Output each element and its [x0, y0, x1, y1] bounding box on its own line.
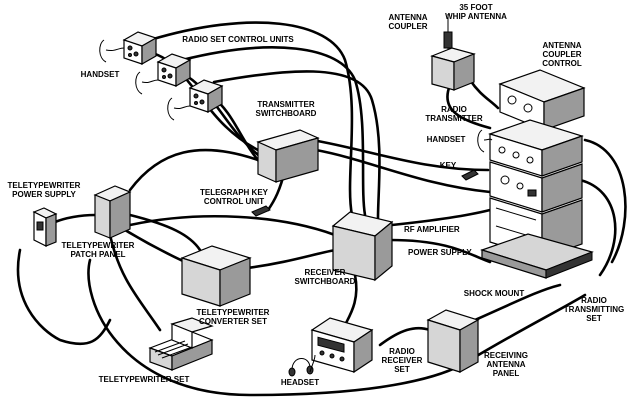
- label-coupler-control-1: ANTENNA: [542, 41, 581, 50]
- label-receiving-antenna-3: PANEL: [493, 369, 520, 378]
- label-key: KEY: [440, 161, 457, 170]
- label-radio-tx-1: RADIO: [441, 105, 467, 114]
- label-shock-mount: SHOCK MOUNT: [464, 289, 525, 298]
- teletypewriter-converter-set: [180, 245, 252, 307]
- label-radio-receiver-3: SET: [394, 365, 410, 374]
- label-receiving-antenna-2: ANTENNA: [486, 360, 525, 369]
- label-tty-power-2: POWER SUPPLY: [12, 190, 76, 199]
- label-rx-switchboard-1: RECEIVER: [305, 268, 346, 277]
- antenna-coupler-control: [498, 69, 586, 131]
- label-rx-switchboard-2: SWITCHBOARD: [295, 277, 356, 286]
- radio-receiver-set: [310, 317, 374, 374]
- telegraph-key-control-unit: [251, 205, 271, 217]
- label-radio-tx-2: TRANSMITTER: [425, 114, 483, 123]
- label-whip-line1: 35 FOOT: [459, 3, 492, 12]
- label-telegraph-1: TELEGRAPH KEY: [200, 188, 269, 197]
- labels: RADIO SET CONTROL UNITS HANDSET 35 FOOT …: [8, 3, 625, 387]
- receiving-antenna-panel: [426, 309, 480, 374]
- label-telegraph-2: CONTROL UNIT: [204, 197, 264, 206]
- key-icon: [461, 169, 479, 181]
- radio-set-control-unit-1: [122, 31, 158, 66]
- label-radio-receiver-2: RECEIVER: [382, 356, 423, 365]
- label-handset-left: HANDSET: [81, 70, 120, 79]
- radio-set-control-unit-3: [188, 79, 224, 114]
- headset-icon: [288, 354, 316, 377]
- label-radio-set-control-units: RADIO SET CONTROL UNITS: [182, 35, 294, 44]
- handset-icon: [99, 39, 191, 121]
- label-tty-set: TELETYPEWRITER SET: [99, 375, 190, 384]
- receiver-switchboard: [331, 211, 394, 282]
- rf-amplifier: [489, 161, 583, 213]
- label-coupler-control-3: CONTROL: [542, 59, 582, 68]
- handset-right-icon: [477, 129, 493, 153]
- label-antenna-coupler-2: COUPLER: [388, 22, 427, 31]
- label-receiving-antenna-1: RECEIVING: [484, 351, 528, 360]
- label-tty-power-1: TELETYPEWRITER: [8, 181, 81, 190]
- label-whip-line2: WHIP ANTENNA: [445, 12, 507, 21]
- label-radio-receiver-1: RADIO: [389, 347, 415, 356]
- label-tty-patch-2: PATCH PANEL: [70, 250, 125, 259]
- label-power-supply: POWER SUPPLY: [408, 248, 472, 257]
- label-coupler-control-2: COUPLER: [542, 50, 581, 59]
- label-tty-converter-2: CONVERTER SET: [199, 317, 267, 326]
- label-radio-tx-set-1: RADIO: [581, 296, 607, 305]
- label-handset-right: HANDSET: [427, 135, 466, 144]
- teletypewriter-patch-panel: [93, 185, 132, 239]
- label-tx-switchboard-2: SWITCHBOARD: [256, 109, 317, 118]
- label-tx-switchboard-1: TRANSMITTER: [257, 100, 315, 109]
- radio-set-control-unit-2: [156, 53, 192, 88]
- label-radio-tx-set-2: TRANSMITTING: [564, 305, 624, 314]
- cable-network: [16, 21, 627, 397]
- antenna-coupler: [430, 14, 476, 91]
- transmitter-switchboard: [256, 129, 320, 183]
- label-tty-converter-1: TELETYPEWRITER: [197, 308, 270, 317]
- shock-mount: [480, 233, 594, 279]
- label-headset: HEADSET: [281, 378, 319, 387]
- teletypewriter-set: [148, 317, 214, 371]
- radio-transmitter: [488, 119, 584, 177]
- label-rf-amplifier: RF AMPLIFIER: [404, 225, 460, 234]
- label-radio-tx-set-3: SET: [586, 314, 602, 323]
- label-tty-patch-1: TELETYPEWRITER: [62, 241, 135, 250]
- teletypewriter-power-supply: [32, 207, 58, 247]
- label-antenna-coupler-1: ANTENNA: [388, 13, 427, 22]
